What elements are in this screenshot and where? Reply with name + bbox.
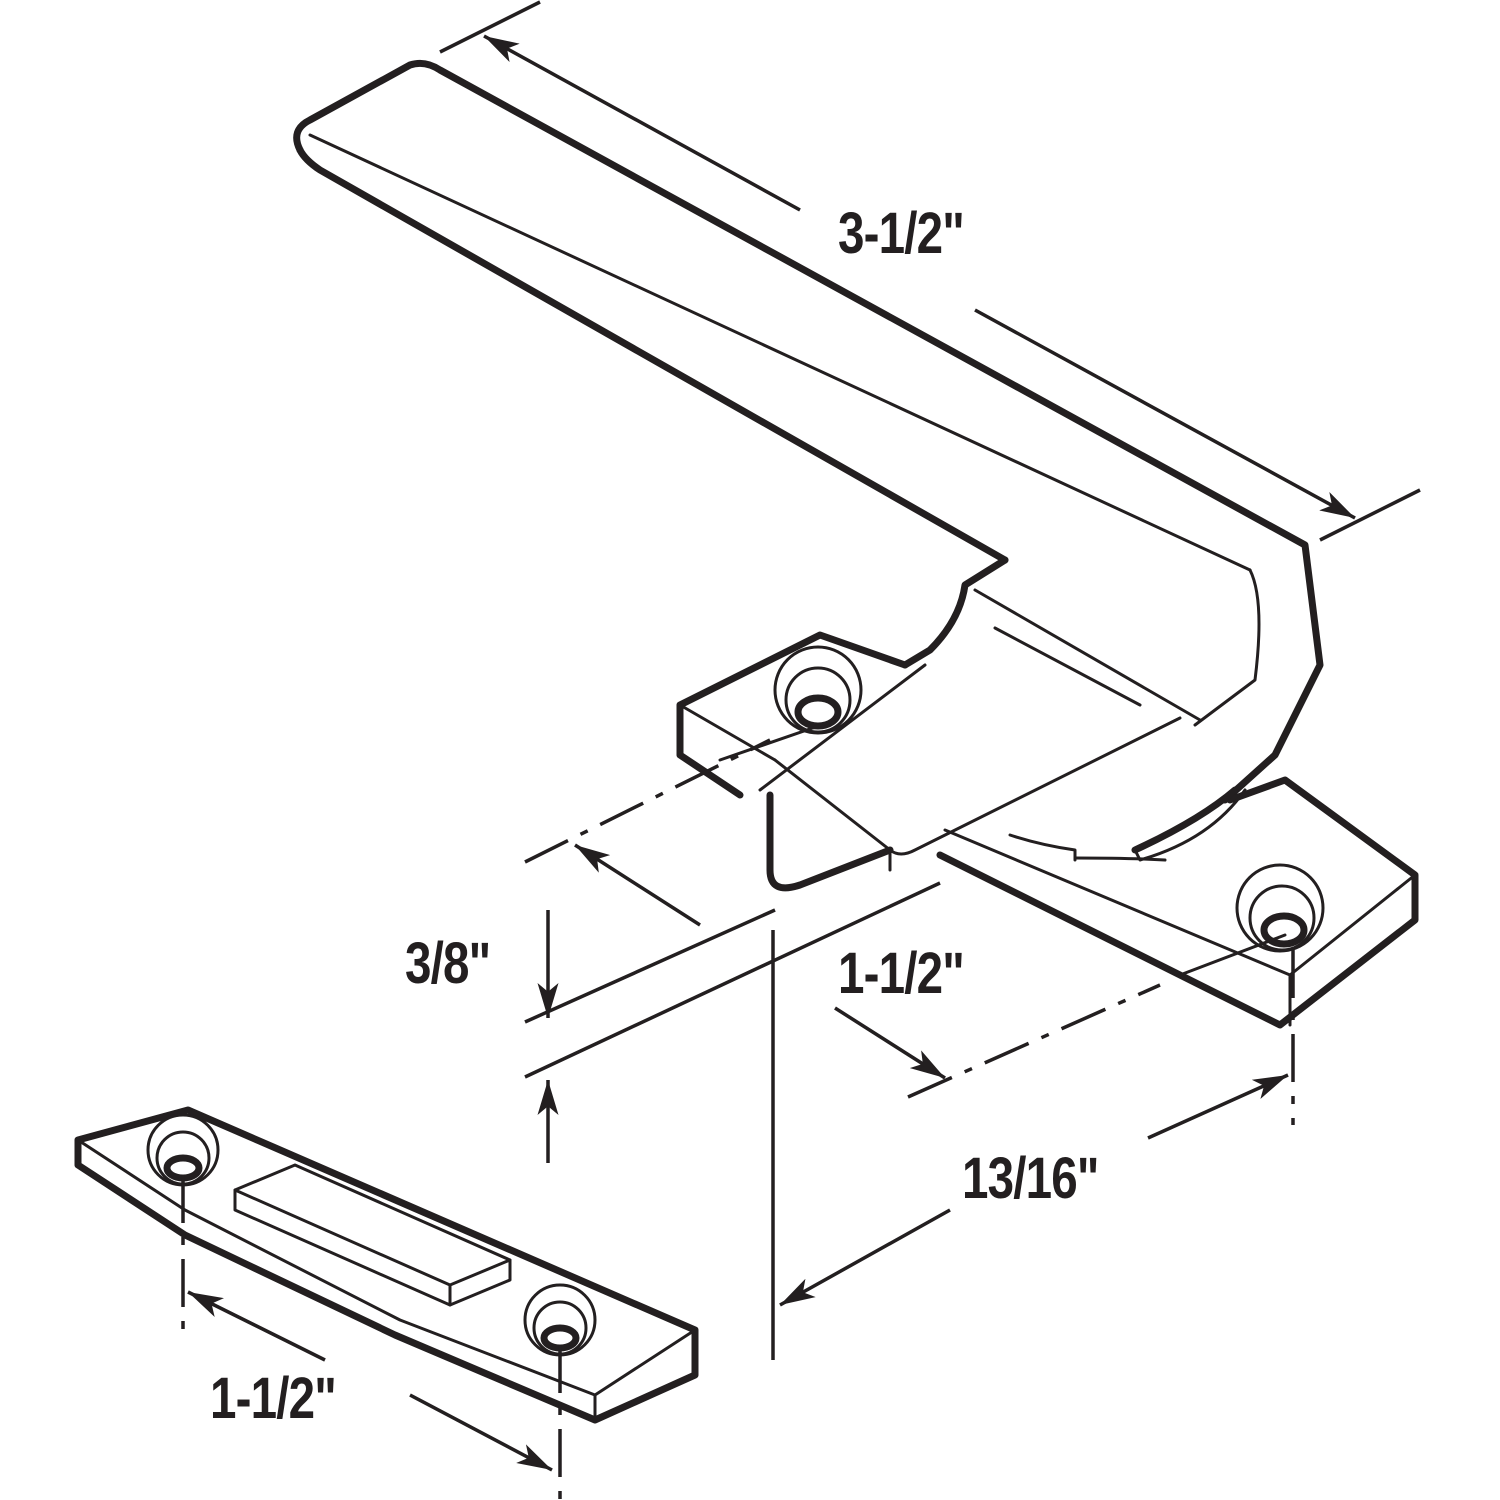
dimension-lines <box>181 0 1421 1500</box>
handle-part <box>293 59 1419 1029</box>
dimension-label-handle-length: 3-1/2" <box>838 201 965 266</box>
keeper-part <box>74 1106 699 1424</box>
dimension-label-base-depth: 13/16" <box>962 1146 1099 1211</box>
dimension-label-base-height: 3/8" <box>405 931 491 996</box>
dimension-label-keeper-hole-spacing: 1-1/2" <box>210 1366 337 1431</box>
dimension-label-base-hole-spacing: 1-1/2" <box>838 941 965 1006</box>
